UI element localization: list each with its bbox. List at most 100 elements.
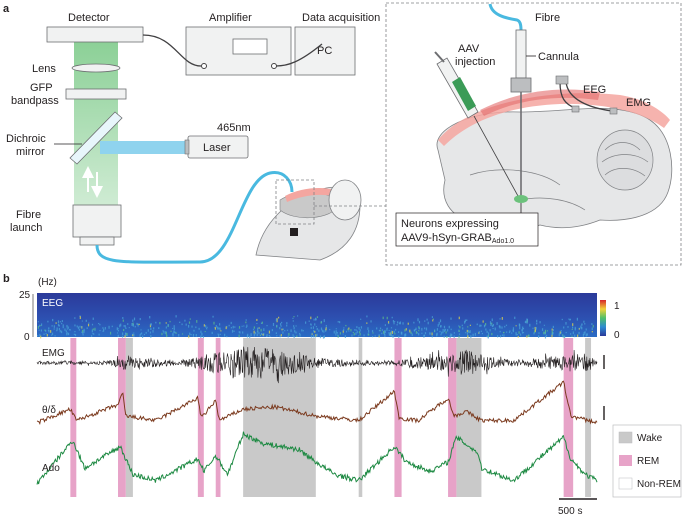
spectrogram-pixel [486,330,488,333]
spectrogram-pixel [150,327,152,331]
spectrogram-pixel [214,327,217,330]
theta-delta-trace-label: θ/δ [42,405,56,416]
rem-band [394,338,402,497]
spectrogram-pixel [92,333,94,335]
spectrogram-pixel [378,335,380,338]
spectrogram-pixel [66,324,68,328]
spectrogram-pixel [94,327,96,331]
mouse-ear [328,179,362,221]
cannula-label: Cannula [538,51,580,63]
spectrogram-pixel [382,316,384,320]
rem-band [118,338,126,497]
spectrogram-pixel [431,335,433,338]
spectrogram-pixel [91,323,94,326]
spectrogram-pixel [139,334,141,337]
spectrogram-pixel [116,327,118,331]
spectrogram-pixel [384,324,386,326]
spectrogram-pixel [464,319,466,323]
spectrogram-pixel [404,329,406,332]
spectrogram-pixel [86,327,88,329]
spectrogram-pixel [153,327,155,330]
spectrogram-pixel [585,328,587,331]
spectrogram-pixel [431,316,433,318]
spectrogram-pixel [339,321,341,324]
spectrogram-pixel [559,332,561,335]
legend-label-wake: Wake [637,433,663,444]
emg-electrode [609,107,618,115]
spectrogram-pixel [325,328,327,332]
spectrogram-pixel [391,316,393,319]
spectrogram-pixel [560,330,562,332]
spectrogram-pixel [256,333,258,337]
spectrogram-pixel [57,323,60,327]
spectrogram-pixel [560,331,562,334]
spectrogram-pixel [243,325,245,327]
spectrogram-pixel [204,331,206,333]
spectrogram-pixel [82,332,84,334]
spectrogram-pixel [480,324,482,327]
spectrogram-pixel [541,328,544,331]
spectrogram-pixel [467,330,469,333]
data-acquisition-label: Data acquisition [302,12,380,24]
spectrogram-pixel [551,328,553,331]
spectrogram-pixel [399,321,402,325]
spectrogram-pixel [569,319,571,321]
aav-label-1: AAV [458,43,480,55]
spectrogram-pixel [278,316,280,319]
spectrogram-pixel [83,330,85,334]
spectrogram-pixel [261,321,263,324]
spectrogram-pixel [74,324,76,327]
spectrogram-pixel [272,322,275,326]
spectrogram-pixel [62,326,64,329]
spectrogram-pixel [533,332,535,335]
spectrogram-pixel [388,332,390,334]
spectrogram-pixel [52,318,54,322]
spectrogram-pixel [92,328,94,331]
spectrogram-pixel [226,335,228,338]
spectrogram-pixel [92,317,94,320]
spectrogram-pixel [565,331,567,334]
skull-cap [480,89,600,116]
spectrogram-pixel [121,335,124,338]
spectrogram-pixel [47,320,49,323]
spectrogram-pixel [535,327,537,330]
spectrogram-pixel [181,333,184,335]
spectrogram-pixel [418,332,420,336]
spectrogram-pixel [316,316,319,318]
spectrogram-pixel [51,332,54,336]
spectrogram-pixel [572,326,574,329]
spectrogram-pixel [442,329,444,332]
emg-label: EMG [626,97,651,109]
spectrogram-pixel [293,316,295,318]
wake-band [125,338,133,497]
spectrogram-pixel [165,322,167,324]
spectrogram-pixel [448,325,450,329]
spectrogram-pixel [74,317,76,319]
spectrogram-pixel [366,315,368,318]
spectrogram-pixel [304,321,307,324]
spectrogram-pixel [342,333,344,335]
spectrogram-pixel [284,330,286,332]
spectrogram-pixel [139,318,141,321]
spectrogram-pixel [571,328,573,330]
spectrogram-pixel [59,329,61,333]
spectrogram-pixel [571,335,573,337]
spectrogram-pixel [574,326,576,330]
spectrogram-pixel [371,335,374,338]
spectrogram-pixel [164,332,167,334]
legend-swatch-nonrem [618,477,633,490]
spectrogram-pixel [174,331,176,333]
spectrogram-pixel [228,324,230,327]
spectrogram-pixel [563,335,566,339]
spectrogram-pixel [159,321,161,325]
spectrogram-pixel [310,316,312,320]
spectrogram-pixel [230,321,232,325]
spectrogram-pixel [424,327,426,330]
spectrogram-pixel [567,326,569,328]
spectrogram-pixel [44,329,46,331]
spectrogram-pixel [325,327,327,331]
spectrogram-pixel [66,331,68,335]
spectrogram-pixel [392,319,395,323]
spectrogram-pixel [348,330,350,332]
spectrogram-pixel [315,326,318,328]
